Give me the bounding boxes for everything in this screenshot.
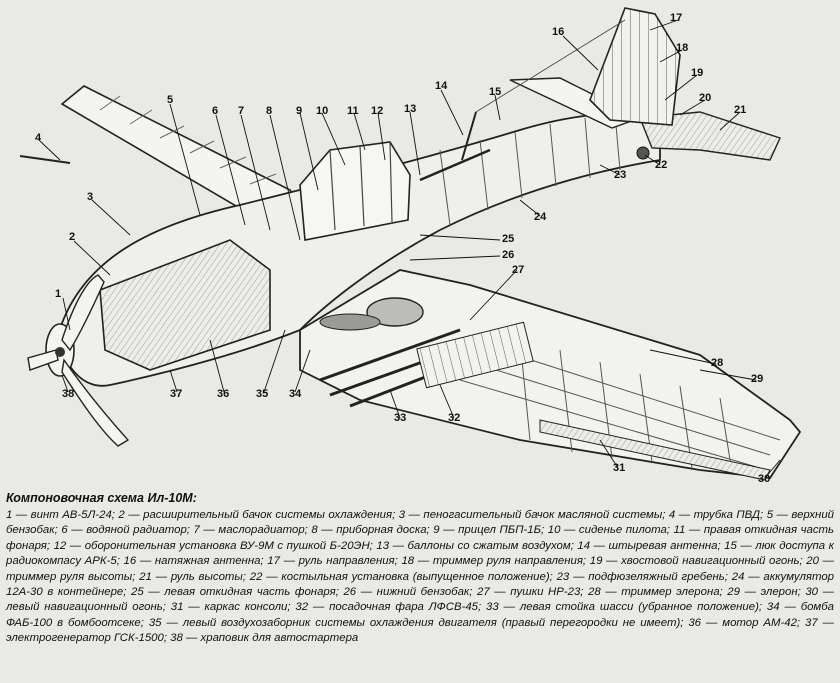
caption-legend-text: 1 — винт АВ-5Л-24; 2 — расширительный ба…: [6, 509, 834, 645]
callout-15: 15: [489, 86, 502, 98]
callout-4: 4: [35, 132, 42, 144]
callout-35: 35: [256, 388, 269, 400]
antenna-wire: [475, 19, 626, 113]
callout-13: 13: [404, 103, 417, 115]
turret-gun: [419, 148, 491, 182]
callout-32: 32: [448, 412, 461, 424]
callout-30: 30: [758, 473, 771, 485]
callout-6: 6: [212, 105, 219, 117]
aileron: [539, 419, 771, 481]
aircraft-cutaway-illustration: [19, 7, 802, 481]
canopy-frames: [329, 141, 393, 231]
leader-lines: [39, 19, 781, 479]
callout-3: 3: [87, 191, 94, 203]
vertical-fin: [589, 7, 681, 126]
engine-block: [99, 239, 271, 371]
callout-28: 28: [711, 357, 724, 369]
callout-21: 21: [734, 104, 747, 116]
callout-27: 27: [512, 264, 525, 276]
callout-19: 19: [691, 67, 704, 79]
callout-29: 29: [751, 373, 764, 385]
callout-9: 9: [296, 105, 303, 117]
fuselage-frames: [439, 113, 621, 226]
callout-5: 5: [167, 94, 174, 106]
callout-36: 36: [217, 388, 230, 400]
cutaway-drawing: 1 2 3 4 5 6 7 8 9 10 11 12 13 14 15 16 1…: [19, 7, 802, 485]
callout-38: 38: [62, 388, 75, 400]
ammo-box: [416, 321, 534, 389]
callout-20: 20: [699, 92, 712, 104]
callout-1: 1: [55, 288, 62, 300]
pitot-tube: [19, 155, 71, 164]
tail-wheel: [636, 146, 650, 160]
callout-14: 14: [435, 80, 448, 92]
callout-17: 17: [670, 12, 683, 24]
callout-31: 31: [613, 462, 626, 474]
landing-gear-wheel: [366, 297, 424, 327]
callout-11: 11: [347, 105, 359, 117]
callout-25: 25: [502, 233, 515, 245]
callout-8: 8: [266, 105, 273, 117]
callout-18: 18: [676, 42, 689, 54]
antenna-mast: [461, 111, 477, 161]
callout-24: 24: [534, 211, 547, 223]
callout-2: 2: [69, 231, 76, 243]
callout-7: 7: [238, 105, 245, 117]
left-wing-structure: [459, 339, 781, 473]
left-elevator: [639, 111, 781, 161]
callout-33: 33: [394, 412, 407, 424]
propeller: [27, 274, 130, 447]
callout-23: 23: [614, 169, 627, 181]
caption-title: Компоновочная схема Ил-10М:: [6, 491, 197, 505]
bomb: [319, 313, 381, 331]
figure-caption: Компоновочная схема Ил-10М: 1 — винт АВ-…: [6, 491, 834, 647]
callout-34: 34: [289, 388, 302, 400]
callout-22: 22: [655, 159, 668, 171]
callout-26: 26: [502, 249, 515, 261]
callout-10: 10: [316, 105, 329, 117]
right-wing-ribs: [99, 95, 277, 185]
callout-12: 12: [371, 105, 384, 117]
left-wing: [299, 269, 802, 479]
callout-16: 16: [552, 26, 565, 38]
callout-37: 37: [170, 388, 183, 400]
